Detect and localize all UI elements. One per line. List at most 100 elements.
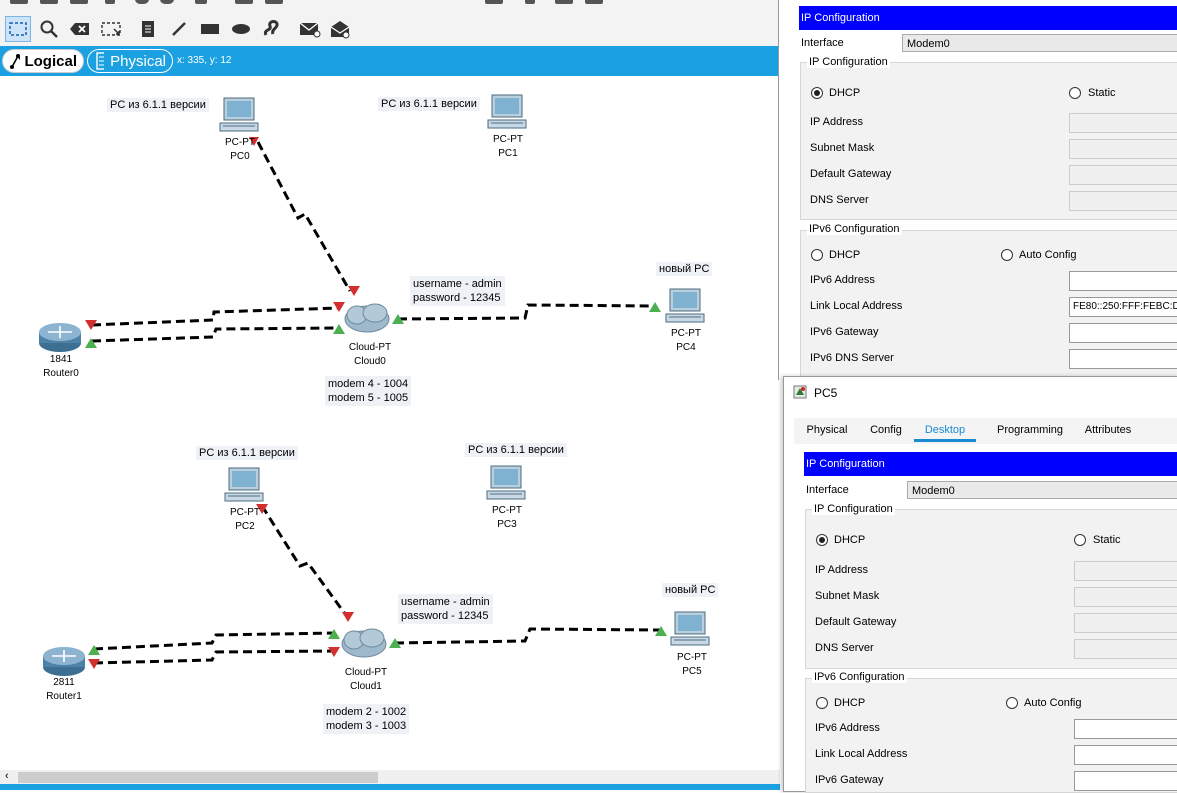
link-pc0-cloud0[interactable] <box>256 141 352 292</box>
toolbar-ghost <box>555 0 573 4</box>
static-radio[interactable] <box>1069 87 1081 99</box>
physical-icon <box>96 52 105 70</box>
pc5-titlebar[interactable]: PC5 <box>784 377 1177 407</box>
interface-label: Interface <box>806 484 849 496</box>
device-model: Cloud-PT <box>348 342 392 353</box>
note-icon[interactable] <box>135 16 161 42</box>
static-radio[interactable] <box>1074 534 1086 546</box>
app-logo-icon <box>793 385 807 399</box>
link-router1-cloud1-a[interactable] <box>93 631 336 651</box>
cloud0-modems-note[interactable]: modem 4 - 1004 modem 5 - 1005 <box>325 376 412 406</box>
cloud1-modems-note[interactable]: modem 2 - 1002 modem 3 - 1003 <box>323 704 410 734</box>
dhcp-radio[interactable] <box>811 87 823 99</box>
ip-address-field[interactable] <box>1069 113 1177 133</box>
cloud1-icon[interactable] <box>341 628 387 658</box>
auto-config-radio[interactable] <box>1006 697 1018 709</box>
ipv6-address-label: IPv6 Address <box>810 274 875 286</box>
rectangle-icon[interactable] <box>197 16 223 42</box>
tab-config[interactable]: Config <box>870 424 902 436</box>
pc4-icon[interactable] <box>665 288 705 323</box>
cloud1-credentials-note[interactable]: username - admin password - 12345 <box>398 594 493 624</box>
router1-icon[interactable] <box>42 646 86 677</box>
device-name: PC4 <box>676 342 696 353</box>
ip-config-header: IP Configuration <box>804 452 1177 476</box>
interface-select[interactable]: Modem0 <box>907 481 1177 499</box>
tab-physical[interactable]: Physical <box>806 424 848 436</box>
complex-pdu-icon[interactable] <box>327 16 353 42</box>
pc4-ip-config-panel: IP Configuration Interface Modem0 IP Con… <box>778 0 1177 382</box>
link-cloud1-pc5[interactable] <box>394 627 661 645</box>
scrollbar-thumb[interactable] <box>18 772 378 783</box>
delete-icon[interactable] <box>67 16 93 42</box>
logical-workspace[interactable]: PC из 6.1.1 версии PC из 6.1.1 версии PC… <box>0 76 780 770</box>
toolbar-ghost <box>195 0 207 4</box>
auto-config-radio[interactable] <box>1001 249 1013 261</box>
default-gateway-field[interactable] <box>1069 165 1177 185</box>
cloud1-modem-line: modem 3 - 1003 <box>326 720 407 732</box>
interface-select[interactable]: Modem0 <box>902 34 1177 52</box>
router0-icon[interactable] <box>38 322 82 353</box>
link-pc2-cloud1[interactable] <box>260 505 350 619</box>
dhcp-label: DHCP <box>829 87 861 99</box>
ipv6-gateway-field[interactable] <box>1074 771 1177 791</box>
device-model: Cloud-PT <box>344 667 388 678</box>
ip-address-field[interactable] <box>1074 561 1177 581</box>
auto-config-label: Auto Config <box>1024 697 1082 709</box>
ipv6-gateway-field[interactable] <box>1069 323 1177 343</box>
ipv6-dns-field[interactable] <box>1069 349 1177 369</box>
toolbar-ghost <box>525 0 535 4</box>
link-local-field[interactable] <box>1074 745 1177 765</box>
ellipse-icon[interactable] <box>228 16 254 42</box>
resize-icon[interactable] <box>98 16 124 42</box>
pc2-note[interactable]: PC из 6.1.1 версии <box>196 446 298 460</box>
pc1-icon[interactable] <box>487 94 527 129</box>
ipv6-address-field[interactable] <box>1074 719 1177 739</box>
logical-label: Logical <box>24 52 77 70</box>
pc4-note[interactable]: новый PC <box>656 262 713 276</box>
cloud0-modem-line: modem 5 - 1005 <box>328 392 409 404</box>
dhcp-radio[interactable] <box>816 534 828 546</box>
pc0-icon[interactable] <box>219 97 259 132</box>
link-router0-cloud0-a[interactable] <box>91 306 341 327</box>
pc3-icon[interactable] <box>486 465 526 500</box>
ipv6-address-field[interactable] <box>1069 271 1177 291</box>
pc2-icon[interactable] <box>224 467 264 502</box>
link-router0-cloud0-b[interactable] <box>91 326 341 343</box>
toolbar-ghost <box>235 0 253 4</box>
scroll-left-arrow-icon[interactable]: ‹ <box>5 770 9 782</box>
search-icon[interactable] <box>36 16 62 42</box>
simple-pdu-icon[interactable] <box>297 16 323 42</box>
horizontal-scrollbar[interactable]: ‹ <box>0 770 780 784</box>
dns-server-field[interactable] <box>1069 191 1177 211</box>
cloud0-credentials-note[interactable]: username - admin password - 12345 <box>410 276 505 306</box>
topology-canvas <box>38 94 710 677</box>
subnet-mask-field[interactable] <box>1074 587 1177 607</box>
tab-desktop[interactable]: Desktop <box>914 418 976 442</box>
pc5-icon[interactable] <box>670 611 710 646</box>
ipv6-dhcp-radio[interactable] <box>816 697 828 709</box>
ipv6-dhcp-radio[interactable] <box>811 249 823 261</box>
physical-view-button[interactable]: Physical <box>87 49 173 73</box>
pc3-note[interactable]: PC из 6.1.1 версии <box>465 443 567 457</box>
pc5-note[interactable]: новый PC <box>662 583 719 597</box>
device-name: Cloud0 <box>354 356 386 367</box>
cloud0-icon[interactable] <box>344 303 390 333</box>
tab-programming[interactable]: Programming <box>996 424 1064 436</box>
select-icon[interactable] <box>5 16 31 42</box>
pc0-note[interactable]: PC из 6.1.1 версии <box>107 98 209 112</box>
link-cloud0-pc4[interactable] <box>397 303 657 321</box>
freeform-icon[interactable] <box>258 16 284 42</box>
subnet-mask-field[interactable] <box>1069 139 1177 159</box>
dns-server-field[interactable] <box>1074 639 1177 659</box>
pc1-note[interactable]: PC из 6.1.1 версии <box>378 97 480 111</box>
logical-view-button[interactable]: Logical <box>2 49 84 73</box>
ip-config-header: IP Configuration <box>799 6 1177 30</box>
device-name: PC2 <box>235 521 255 532</box>
link-local-field[interactable]: FE80::250:FFF:FEBC:D <box>1069 297 1177 317</box>
link-router1-cloud1-b[interactable] <box>93 649 336 665</box>
tab-attributes[interactable]: Attributes <box>1084 424 1132 436</box>
line-icon[interactable] <box>166 16 192 42</box>
default-gateway-field[interactable] <box>1074 613 1177 633</box>
cursor-coordinates: x: 335, y: 12 <box>177 55 232 66</box>
